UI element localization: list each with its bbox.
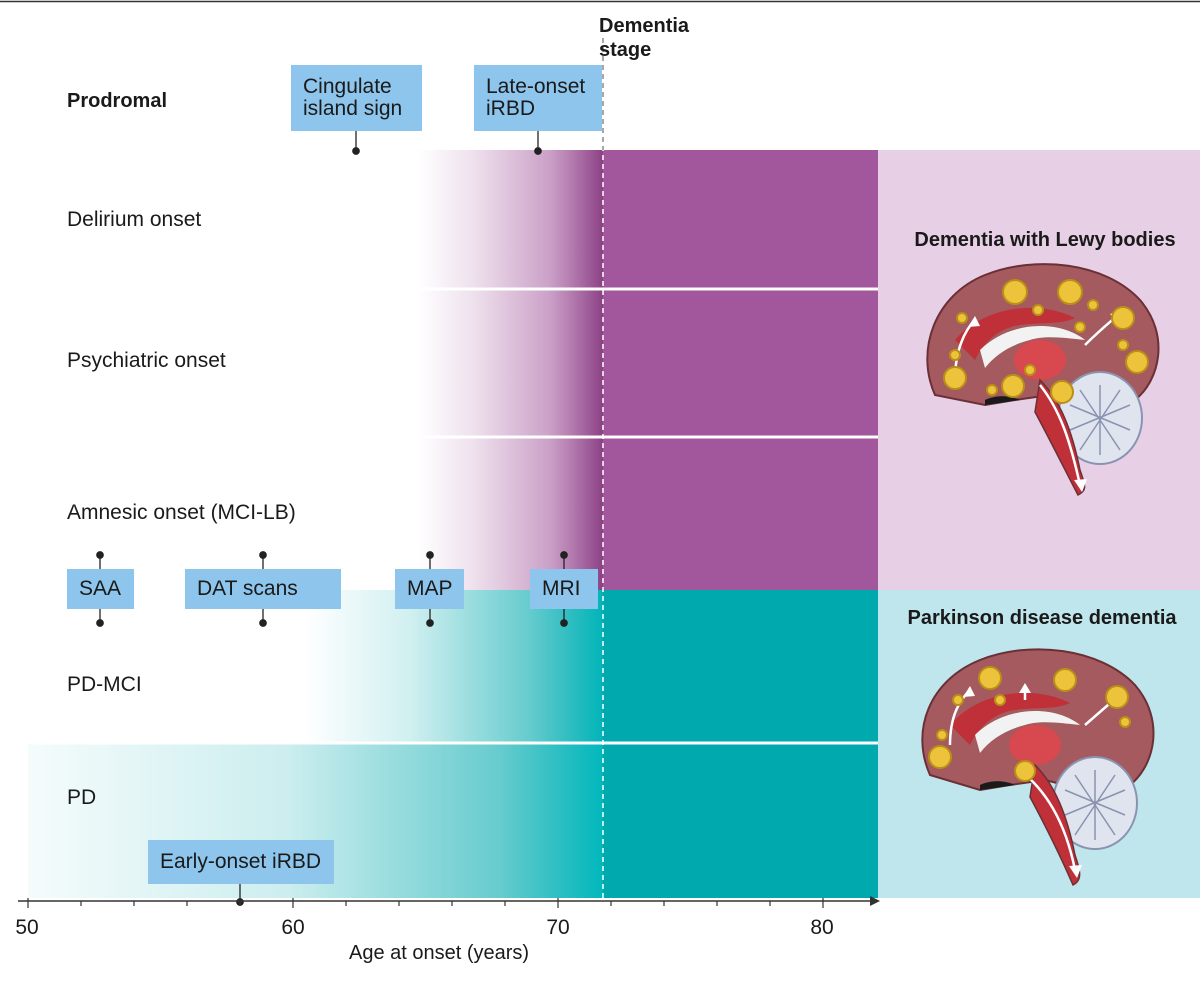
x-tick-label: 70 (546, 916, 570, 939)
pdd-panel-title: Parkinson disease dementia (907, 607, 1177, 629)
x-axis-arrow (870, 896, 880, 906)
biomarker-dat-scans: DAT scans (185, 569, 341, 609)
late-irbd-line1: Late-onset (486, 75, 586, 98)
dementia-stage-line2: stage (599, 39, 652, 61)
pdd-brain-illustration (921, 648, 1155, 887)
biomarker-cingulate-island-sign: Cingulate island sign (291, 65, 422, 131)
dlb-panel-title: Dementia with Lewy bodies (914, 229, 1176, 251)
saa-label: SAA (79, 577, 122, 600)
map-label: MAP (407, 577, 453, 600)
dlb-brain-illustration (926, 263, 1160, 497)
row-label-delirium: Delirium onset (67, 208, 202, 231)
row-label-psychiatric: Psychiatric onset (67, 349, 226, 372)
row-label-pd: PD (67, 786, 97, 809)
row-label-pd-mci: PD-MCI (67, 673, 142, 696)
dementia-stage-line1: Dementia (599, 15, 690, 37)
x-tick-label: 80 (810, 916, 834, 939)
row-label-prodromal: Prodromal (67, 90, 168, 112)
biomarker-late-onset-irbd: Late-onset iRBD (474, 65, 602, 131)
late-irbd-line2: iRBD (486, 97, 536, 120)
dlb-prodromal-gradient (418, 150, 604, 590)
dat-label: DAT scans (197, 577, 298, 600)
x-axis-label: Age at onset (years) (349, 942, 530, 964)
early-irbd-label: Early-onset iRBD (160, 850, 322, 873)
mri-label: MRI (542, 577, 581, 600)
biomarker-map: MAP (395, 569, 464, 609)
x-axis-ticks (27, 898, 824, 908)
row-label-amnesic: Amnesic onset (MCI-LB) (67, 501, 296, 524)
dementia-stage-heading: Dementia stage (599, 14, 689, 62)
x-tick-label: 50 (15, 916, 39, 939)
x-tick-label: 60 (281, 916, 305, 939)
pdmci-prodromal-gradient (305, 590, 604, 743)
biomarker-mri: MRI (530, 569, 598, 609)
biomarker-early-onset-irbd: Early-onset iRBD (148, 840, 334, 884)
dlb-dementia-band (603, 150, 878, 590)
biomarker-leaders (96, 131, 568, 906)
biomarker-saa: SAA (67, 569, 134, 609)
cingulate-line1: Cingulate (303, 75, 392, 98)
cingulate-line2: island sign (303, 97, 403, 120)
